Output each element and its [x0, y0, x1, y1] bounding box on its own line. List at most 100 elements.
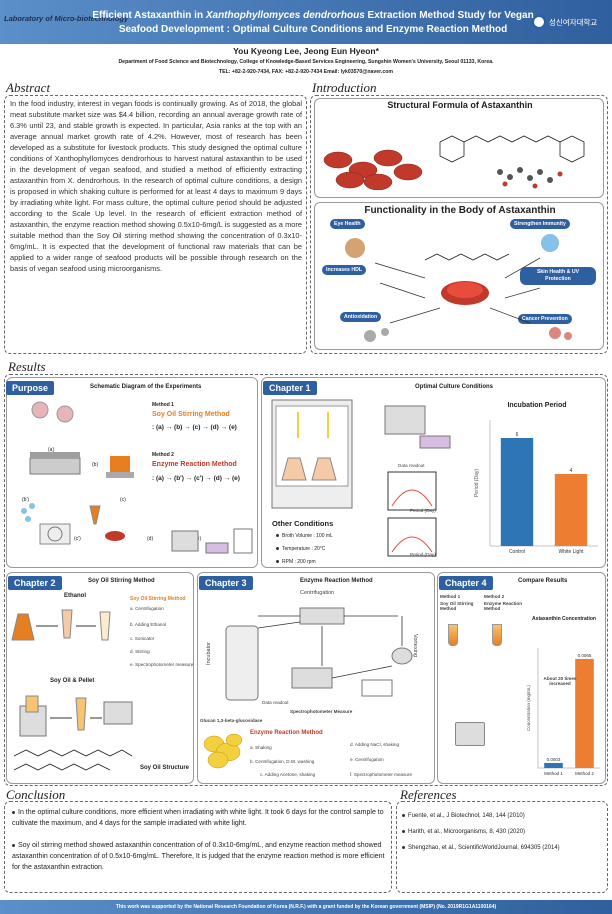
other-conditions-title: Other Conditions [272, 519, 334, 528]
label-skin: Skin Health & UV Protection [520, 267, 596, 285]
enzyme-name: Glucan 1,3-beta-glucosidase [200, 718, 263, 723]
y-axis-label: Concentration (mg/mL) [526, 684, 531, 731]
purpose-title: Schematic Diagram of the Experiments [90, 384, 202, 390]
ch3-step-a: a. Shaking [250, 745, 272, 750]
ch4-m1-name: Soy Oil Stirring Method [440, 601, 474, 611]
authors: You Kyeong Lee, Jeong Eun Hyeon* [233, 46, 379, 56]
references-box [396, 801, 608, 893]
conclusion-heading: Conclusion [6, 787, 66, 802]
introduction-box [310, 95, 608, 354]
ch2-top-diagram [10, 596, 128, 646]
bar-method-1 [544, 762, 563, 768]
spectrophotometer [370, 400, 470, 460]
ch3-readout: Data readout [262, 700, 289, 705]
bar-method-2 [575, 658, 594, 768]
chapter4-title: Compare Results [518, 578, 568, 584]
ch2-step-b: b. Adding Ethanol [130, 622, 167, 627]
header-banner [0, 0, 612, 44]
soy-oil-structure [10, 746, 135, 776]
bar-value-label: 0.0065 [578, 653, 592, 658]
emblem-icon [532, 15, 546, 29]
method1-flow: : (a) → (b) → (c) → (d) → (e) [152, 424, 237, 431]
structural-title: Structural Formula of Astaxanthin [387, 100, 533, 110]
abstract-heading: Abstract [6, 80, 51, 95]
label-a: (a) [48, 447, 55, 453]
purpose-diagram [10, 396, 150, 564]
category-label: Method 2 [575, 771, 594, 776]
category-label: White Light [558, 549, 584, 555]
lab-name: Laboratory of Micro-biotechnology [4, 14, 129, 23]
method2-label: Method 2 [152, 452, 174, 458]
ch3-step-b: b. Centrifugation, D.W. washing [250, 759, 315, 764]
ch4-m1: Method 1 [440, 594, 461, 599]
label-b-prime: (b') [22, 497, 30, 503]
results-heading: Results [8, 359, 46, 374]
label-c: (c) [120, 497, 126, 503]
label-immunity: Strengthen Immunity [510, 219, 570, 229]
chapter1-title: Optimal Culture Conditions [415, 384, 493, 390]
increase-note: About 20 times increased [543, 676, 577, 686]
condition-rpm: RPM : 200 rpm [276, 559, 316, 565]
chapter1-tag: Chapter 1 [263, 381, 317, 395]
method1-label: Method 1 [152, 402, 174, 408]
chapter3-tag: Chapter 3 [199, 576, 253, 590]
enzyme-structure-image [200, 728, 246, 772]
soy-oil-pellet-label: Soy Oil & Pellet [50, 678, 95, 684]
poster-title: Efficient Astaxanthin in Xanthophyllomyc… [92, 10, 534, 35]
abstract-box [4, 95, 307, 354]
condition-broth: Broth Volume : 100 mL [276, 533, 333, 539]
absorbance-graphs [378, 470, 438, 568]
abstract-text: In the food industry, interest in vegan … [10, 99, 302, 273]
conclusion-box [4, 801, 392, 893]
purpose-tag: Purpose [6, 381, 55, 395]
shaking-incubator [270, 398, 354, 510]
functionality-diagram [330, 228, 600, 348]
ch3-step-d: d. Adding NaCl, shaking [350, 742, 400, 747]
capsules-image [318, 140, 428, 191]
spectro-label: Spectrophotometer Measure [290, 709, 353, 714]
incubation-chart-title: Incubation Period [507, 402, 567, 409]
ethanol-label: Ethanol [64, 593, 86, 599]
label-hdl: Increases HDL [322, 265, 367, 275]
references-heading: References [400, 787, 457, 802]
ch4-tube-1 [448, 624, 458, 646]
results-box [4, 374, 608, 786]
ch1-readout: Data readout [398, 463, 425, 468]
label-c-prime: (c') [74, 536, 81, 542]
ch4-spectro [455, 722, 485, 746]
ch2-bottom-diagram [14, 688, 134, 744]
ch2-step-e: e. Spectrophotometer measure [130, 662, 194, 667]
measure-devices [170, 525, 255, 560]
category-label: Method 1 [544, 771, 563, 776]
category-label: Control [509, 549, 525, 555]
label-b: (b) [92, 462, 99, 468]
functionality-title: Functionality in the Body of Astaxanthin [364, 205, 556, 216]
bar-control [500, 438, 534, 546]
y-axis-label: Period (Day) [474, 469, 480, 497]
ch2-method-name: Soy Oil Stirring Method [130, 596, 186, 602]
footer-funding: This work was supported by the National … [0, 900, 612, 914]
chapter3-title: Enzyme Reaction Method [300, 578, 373, 584]
label-antioxidation: Antioxidation [340, 312, 382, 322]
reference-1: Fuente, et al., J Biotechnol, 148, 144 (… [402, 812, 525, 821]
ch4-m2: Method 2 [484, 594, 505, 599]
concentration-chart-title: Astaxanthin Concentration [532, 616, 596, 622]
chapter2-panel [6, 572, 194, 784]
ch2-step-d: d. Stirring [130, 649, 150, 654]
label-cancer: Cancer Prevention [518, 314, 572, 324]
chapter2-title: Soy Oil Stirring Method [88, 578, 155, 584]
chapter2-tag: Chapter 2 [8, 576, 62, 590]
astaxanthin-structure-image [430, 112, 600, 194]
ch2-step-c: c. Sonicator [130, 636, 155, 641]
chapter4-tag: Chapter 4 [439, 576, 493, 590]
bar-white-light [554, 474, 588, 546]
method1-name: Soy Oil Stirring Method [152, 411, 230, 418]
conclusion-item-2: Soy oil stirring method showed astaxanth… [12, 842, 385, 871]
ch3-diagram [212, 596, 432, 706]
ch3-step-e: e. Centrifugation [350, 757, 384, 762]
method2-flow: : (a) → (b') → (c') → (d) → (e) [152, 475, 240, 482]
condition-temperature: Temperature : 20°C [276, 546, 325, 552]
ch1-period-2: Period (Day) [410, 552, 436, 557]
